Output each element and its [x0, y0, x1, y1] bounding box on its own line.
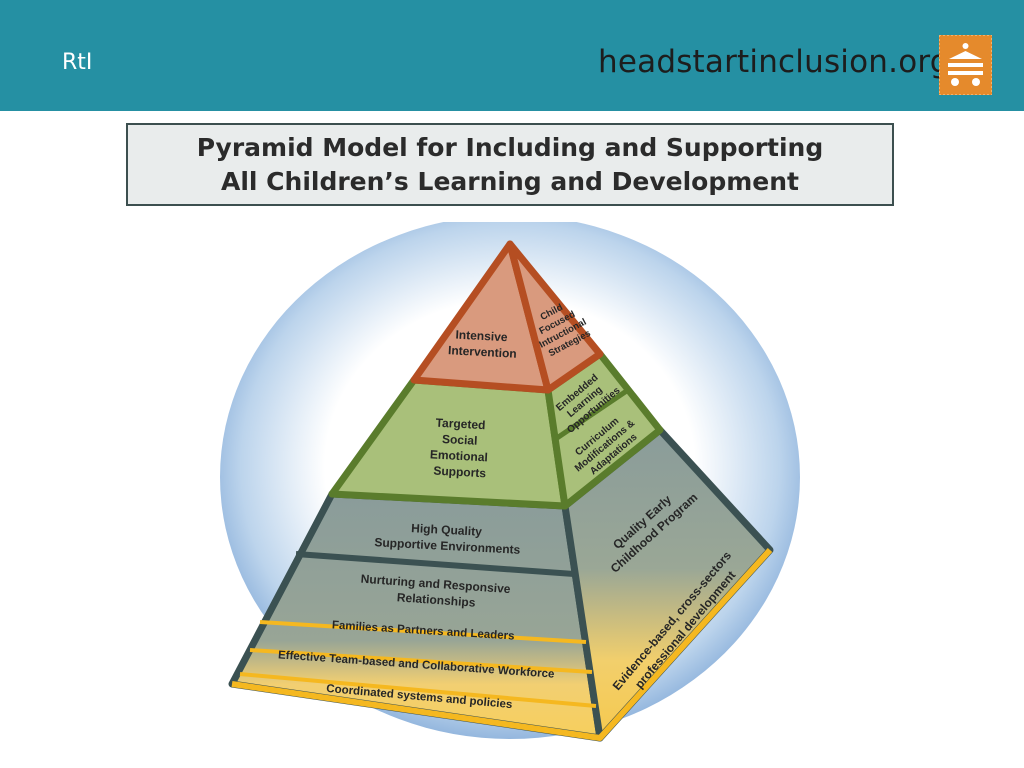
- green-left-label: Targeted Social Emotional Supports: [429, 415, 494, 480]
- apex-left-label: Intensive Intervention: [448, 327, 518, 361]
- title-line-2: All Children’s Learning and Development: [220, 166, 799, 196]
- apex-side-face: [506, 240, 604, 394]
- green-side-divider: [552, 387, 630, 443]
- base-divider-3: [249, 648, 593, 674]
- brand-text[interactable]: headstartinclusion.org: [598, 44, 950, 80]
- pyramid-diagram: Intensive Intervention Child Focused Int…: [220, 222, 800, 742]
- header-bar: RtI headstartinclusion.org: [0, 0, 1024, 111]
- base-yellow-edge: [231, 547, 773, 741]
- title-line-1: Pyramid Model for Including and Supporti…: [196, 132, 824, 162]
- headstart-logo-icon: [939, 35, 992, 95]
- pyramid-title-box: Pyramid Model for Including and Supporti…: [126, 123, 894, 206]
- base-divider-1: [295, 551, 575, 577]
- base-divider-4: [239, 672, 597, 708]
- base-divider-2: [259, 620, 587, 644]
- slide-title: RtI: [62, 50, 93, 75]
